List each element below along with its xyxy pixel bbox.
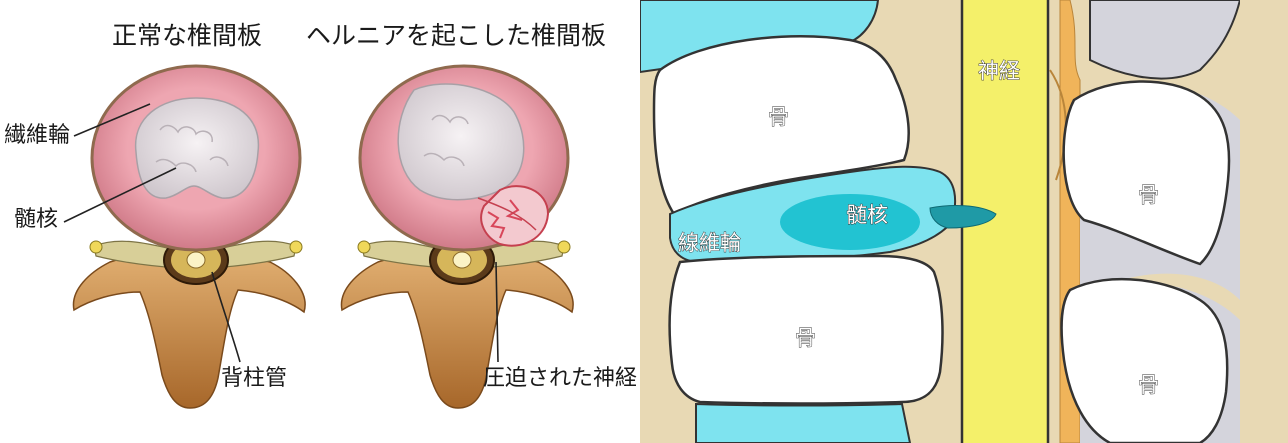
label-nerve: 神経 [978,59,1020,83]
label-nucleus: 髄核 [14,207,58,232]
label-annulus-fibrosus: 線維輪 [678,231,741,255]
label-bone-right-lower: 骨 [1138,373,1159,397]
sagittal-diagram-svg: 神経 骨 骨 骨 骨 線維輪 髄核 [640,0,1288,443]
herniated-disc [360,66,568,250]
label-compressed-nerve: 圧迫された神経 [483,366,637,391]
title-normal-disc: 正常な椎間板 [112,21,262,50]
label-annulus: 繊維輪 [4,123,70,148]
sagittal-diagram-panel: 神経 骨 骨 骨 骨 線維輪 髄核 [640,0,1288,443]
title-herniated-disc: ヘルニアを起こした椎間板 [306,21,606,50]
label-bone-lower: 骨 [795,326,816,350]
label-nucleus-pulposus: 髄核 [846,203,888,227]
label-spinal-canal: 背柱管 [221,366,287,391]
axial-diagram-svg: 正常な椎間板 ヘルニアを起こした椎間板 [0,0,640,443]
disc-bottom [696,404,910,443]
right-bone-lower [1062,279,1228,443]
axial-diagram-panel: 正常な椎間板 ヘルニアを起こした椎間板 [0,0,640,443]
normal-disc [92,66,300,250]
label-bone-right-upper: 骨 [1138,183,1159,207]
label-bone-upper: 骨 [768,105,789,129]
